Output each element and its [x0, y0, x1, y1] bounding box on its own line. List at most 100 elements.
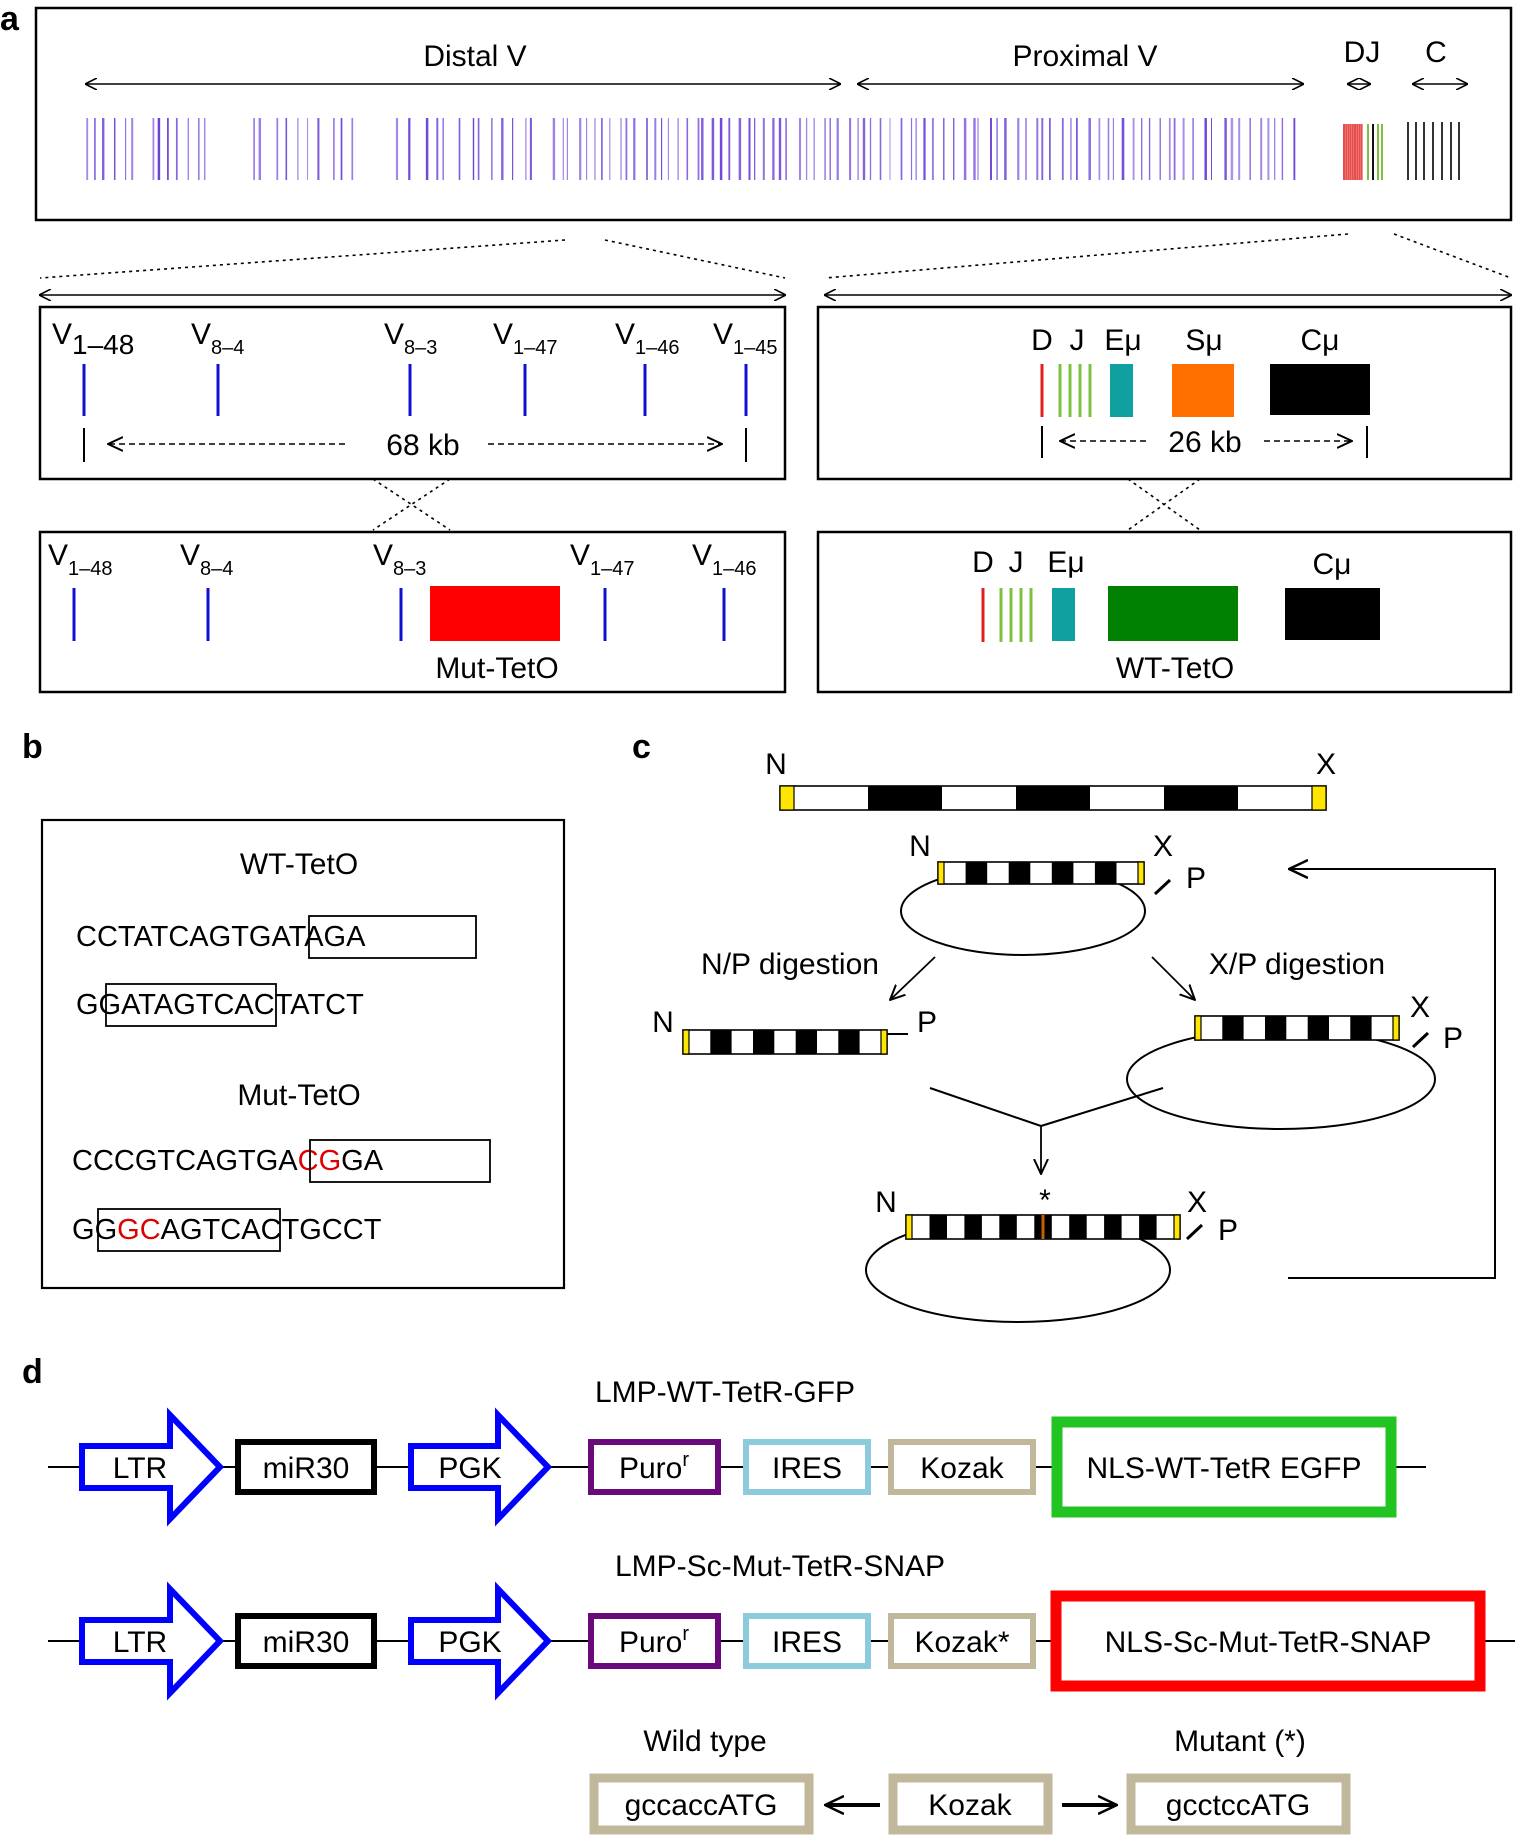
p-site-label: P — [917, 1006, 937, 1039]
restriction-site-n — [937, 861, 945, 885]
teto-block — [1069, 1215, 1087, 1239]
construct1-title: LMP-WT-TetR-GFP — [595, 1376, 855, 1409]
teto-block — [999, 1215, 1017, 1239]
snap-box — [1050, 1590, 1486, 1692]
teto-block — [929, 1215, 947, 1239]
mir30-label: miR30 — [263, 1626, 350, 1659]
sequence-base: T — [203, 1214, 221, 1246]
sequence-base: G — [180, 1214, 203, 1246]
plasmid-insert-doubled — [905, 1214, 1181, 1240]
pgk-arrow — [408, 1581, 553, 1701]
teto-block — [1265, 1016, 1287, 1040]
gene-label-v1-46: V1–46 — [615, 318, 680, 359]
sequence-base: C — [220, 1214, 241, 1246]
teto-block — [965, 862, 988, 884]
mir30-box — [235, 1613, 377, 1669]
sequence-base: G — [215, 1145, 238, 1177]
mir30-box — [235, 1439, 377, 1495]
n-site-label: N — [875, 1186, 897, 1219]
gene-label-v8-4: V8–4 — [191, 318, 244, 359]
distance-26kb: 26 kb — [1168, 426, 1241, 459]
wt-teto-title: WT-TetO — [240, 848, 358, 881]
teto-block — [1104, 1215, 1122, 1239]
mut-teto-title: Mut-TetO — [237, 1079, 360, 1112]
recombination-cross — [372, 478, 451, 531]
sequence-base: C — [175, 1145, 196, 1177]
teto-block — [710, 1030, 732, 1054]
mutant-title: Mutant (*) — [1174, 1725, 1306, 1758]
wt-teto-label: WT-TetO — [1116, 652, 1234, 685]
sequence-base: A — [364, 1145, 384, 1177]
teto-repeat-construct — [779, 785, 1327, 811]
restriction-site-x — [880, 1029, 888, 1055]
teto-block — [1307, 1016, 1329, 1040]
teto-block — [1016, 786, 1090, 810]
pgk-label: PGK — [438, 1626, 501, 1659]
teto-block — [1008, 862, 1031, 884]
emu-element — [1110, 364, 1133, 417]
binding-site-box — [308, 915, 477, 959]
construct1: LTR miR30 PGK Puror IRES Kozak NLS-WT-Te… — [79, 1407, 1397, 1527]
ires-label: IRES — [772, 1626, 842, 1659]
sequence-base: C — [343, 1214, 364, 1246]
kozak-center-label: Kozak — [928, 1789, 1012, 1822]
v-gene-segments — [86, 118, 1296, 180]
ires-box — [743, 1613, 871, 1669]
v-region-zoom-box — [38, 305, 787, 481]
binding-site-box — [309, 1139, 491, 1183]
recycle-arrow — [1288, 869, 1496, 1279]
emu-label: Eμ — [1104, 324, 1141, 357]
kozak-mut-box — [888, 1613, 1036, 1669]
teto-block — [868, 786, 942, 810]
j-label: J — [1070, 324, 1085, 357]
sequence-base: C — [261, 1214, 282, 1246]
teto-sequence-box — [40, 818, 566, 1290]
zoom-line — [604, 239, 786, 279]
teto-block — [753, 1030, 775, 1054]
d-label: D — [972, 546, 994, 579]
cmu-label: Cμ — [1301, 324, 1340, 357]
zoom-line — [824, 233, 1349, 279]
sequence-base: A — [278, 1145, 298, 1177]
mut-teto-seq-line1: CCCGTCAGTGACGGA — [72, 1145, 384, 1177]
emu-element — [1052, 588, 1075, 641]
xp-digestion-arrow — [1151, 956, 1195, 1000]
cmu-element — [1270, 364, 1370, 415]
egfp-label: NLS-WT-TetR EGFP — [1086, 1452, 1361, 1485]
sequence-base: C — [322, 1214, 343, 1246]
x-site-label: X — [1316, 748, 1336, 781]
plasmid-circle — [1126, 1028, 1436, 1130]
p-site-tick — [1411, 1031, 1430, 1049]
mir30-label: miR30 — [263, 1452, 350, 1485]
sequence-base: T — [282, 1214, 300, 1246]
n-site-label: N — [909, 830, 931, 863]
teto-block — [795, 1030, 817, 1054]
p-site-label: P — [1186, 862, 1206, 895]
ligation-line — [929, 1087, 1042, 1127]
wt-kozak-seq-box — [589, 1773, 814, 1835]
sequence-base: G — [299, 1214, 322, 1246]
sequence-base: G — [256, 1145, 279, 1177]
sequence-base: A — [161, 1214, 181, 1246]
teto-block — [1222, 1016, 1244, 1040]
sequence-base: C — [93, 1145, 114, 1177]
dj-label: DJ — [1344, 36, 1381, 69]
p-site-label: P — [1218, 1214, 1238, 1247]
np-digestion-arrow — [890, 956, 936, 1000]
mut-kozak-seq: gcctccATG — [1166, 1789, 1310, 1822]
construct2-title: LMP-Sc-Mut-TetR-SNAP — [615, 1550, 945, 1583]
sequence-base: A — [241, 1214, 261, 1246]
egfp-box — [1051, 1416, 1397, 1518]
ltr-label: LTR — [113, 1626, 167, 1659]
sequence-base: C — [298, 1145, 319, 1177]
j-segments — [999, 588, 1033, 642]
sequence-base: G — [72, 1214, 95, 1246]
wt-kozak-seq: gccaccATG — [625, 1789, 778, 1822]
locus-overview-box — [34, 6, 1513, 222]
mut-kozak-seq-box — [1126, 1773, 1351, 1835]
v-gene-bars — [82, 364, 748, 416]
gene-label-v1-48: V1–48 — [52, 318, 134, 360]
panel-label-b: b — [22, 728, 43, 766]
np-digestion-label: N/P digestion — [701, 948, 879, 981]
